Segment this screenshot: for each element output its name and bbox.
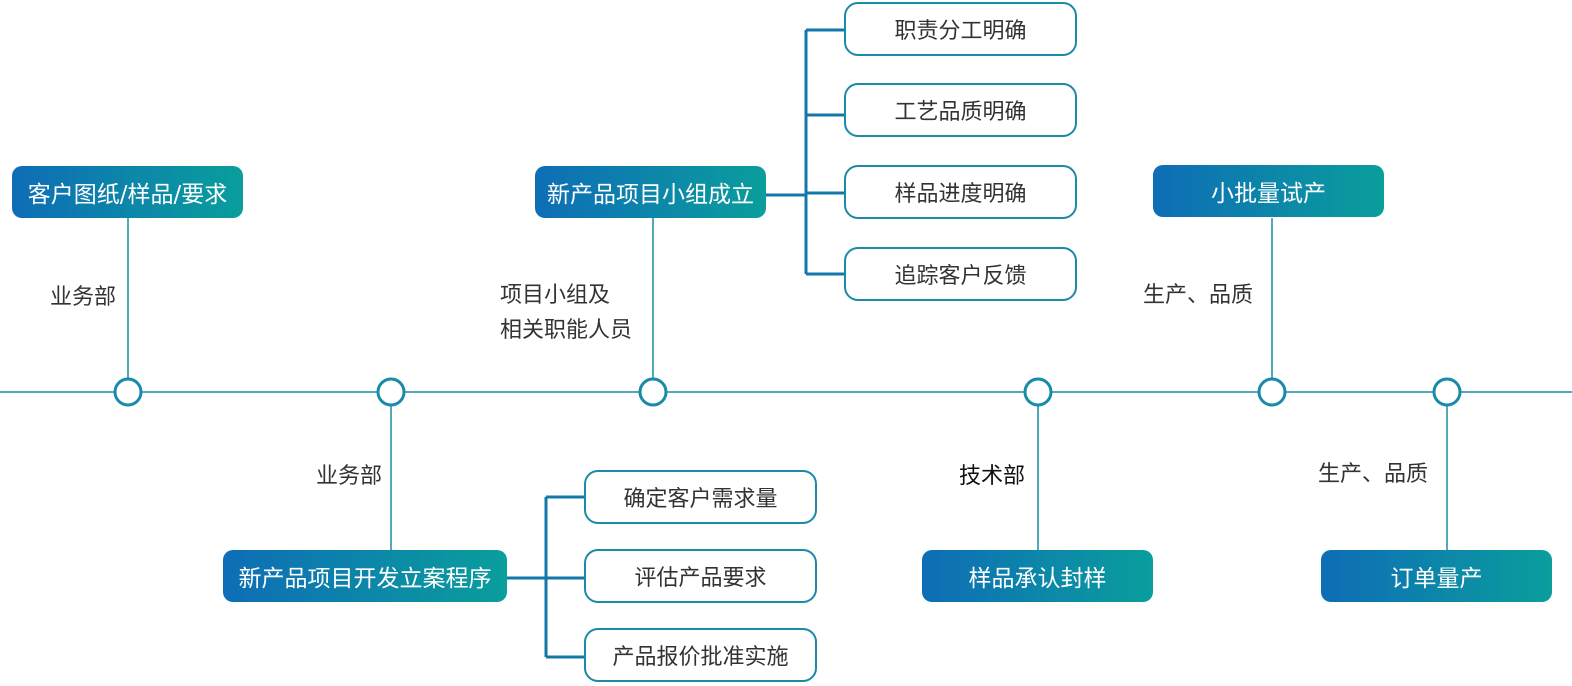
- stage-sample-approval: 样品承认封样: [922, 550, 1153, 602]
- dept-label-2: 业务部: [316, 464, 383, 489]
- top-task-bracket: [766, 28, 845, 276]
- dept-label-5: 生产、品质: [1143, 283, 1254, 308]
- dept-label-3-line2: 相关职能人员: [500, 318, 633, 343]
- timeline-node-6: [1432, 377, 1462, 407]
- task-top-2: 工艺品质明确: [844, 83, 1077, 137]
- task-top-3: 样品进度明确: [844, 165, 1077, 219]
- task-top-4: 追踪客户反馈: [844, 247, 1077, 301]
- task-top-1: 职责分工明确: [844, 2, 1077, 56]
- task-bottom-2: 评估产品要求: [584, 549, 817, 603]
- timeline-node-5: [1257, 377, 1287, 407]
- dept-label-6: 生产、品质: [1318, 462, 1429, 487]
- timeline-node-1: [113, 377, 143, 407]
- dept-label-4: 技术部: [959, 464, 1026, 489]
- timeline-node-2: [376, 377, 406, 407]
- stage-project-initiation: 新产品项目开发立案程序: [223, 550, 507, 602]
- stage-mass-production: 订单量产: [1321, 550, 1552, 602]
- task-bottom-3: 产品报价批准实施: [584, 628, 817, 682]
- task-bottom-1: 确定客户需求量: [584, 470, 817, 524]
- stage-pilot-production: 小批量试产: [1153, 165, 1384, 217]
- dept-label-1: 业务部: [50, 285, 117, 310]
- bottom-task-bracket: [506, 495, 585, 659]
- timeline-node-3: [638, 377, 668, 407]
- stage-customer-requirements: 客户图纸/样品/要求: [12, 166, 243, 218]
- timeline-node-4: [1023, 377, 1053, 407]
- dept-label-3-line1: 项目小组及: [500, 283, 611, 308]
- stage-project-team-formed: 新产品项目小组成立: [535, 166, 766, 218]
